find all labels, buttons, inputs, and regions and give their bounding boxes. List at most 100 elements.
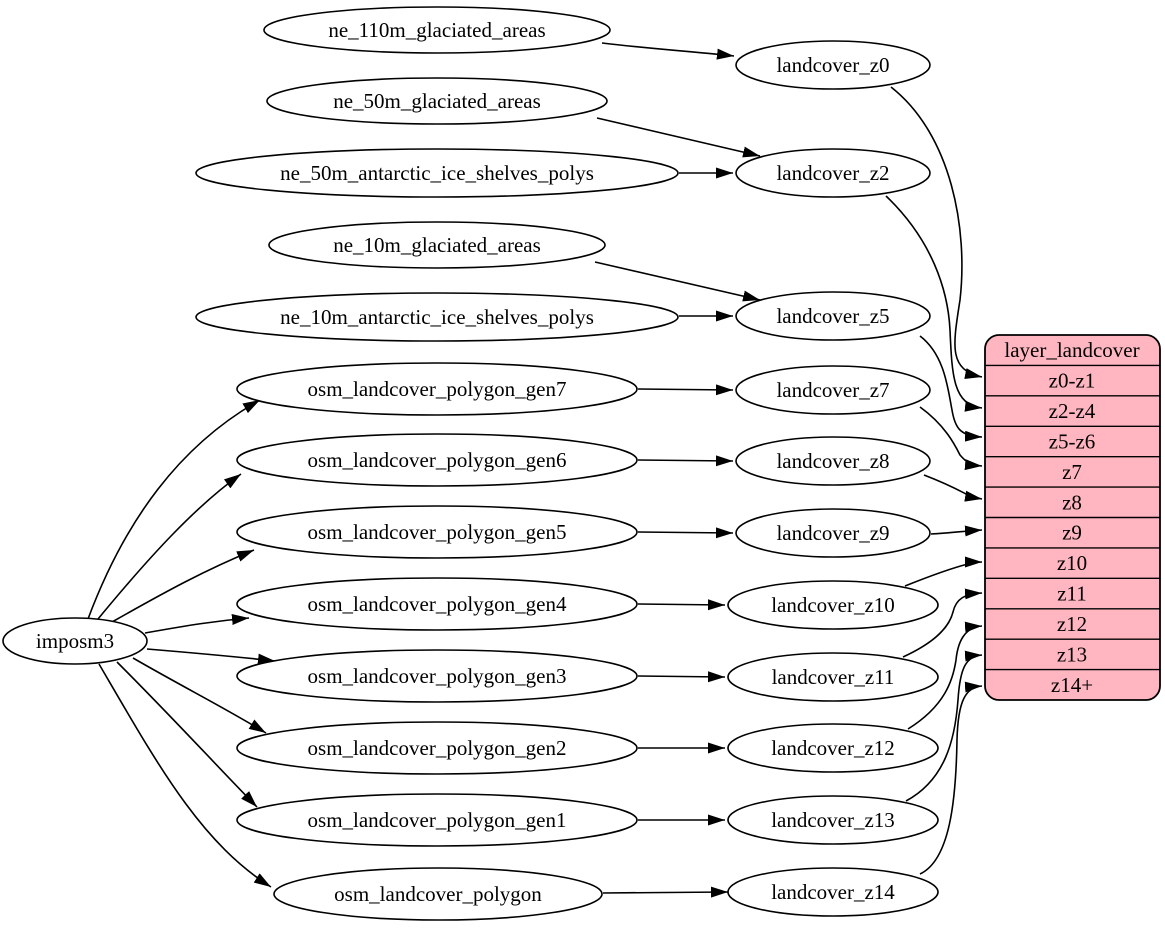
node-ellipse (268, 221, 606, 269)
node-label: ne_110m_glaciated_areas (328, 18, 545, 42)
node-landcover-z10: landcover_z10 (727, 580, 939, 630)
record-row-label: z7 (1062, 460, 1082, 484)
edge-landcover-z0-to-row-z0-z1 (890, 86, 983, 379)
edge-imposm3-to-gen4 (144, 614, 250, 634)
record-row-label: z10 (1057, 551, 1087, 575)
edge-gen4-to-landcover-z10 (637, 599, 726, 611)
record-row-label: z8 (1062, 490, 1082, 514)
node-osm-landcover-polygon-gen1: osm_landcover_polygon_gen1 (236, 793, 638, 847)
node-imposm3: imposm3 (2, 617, 148, 665)
node-landcover-z12: landcover_z12 (727, 723, 939, 773)
node-ne50m-antarctic-ice-shelves-polys: ne_50m_antarctic_ice_shelves_polys (195, 148, 679, 198)
edge-landcover-z7-to-row-z7 (919, 406, 983, 471)
node-label: landcover_z10 (771, 593, 895, 617)
edge-imposm3-to-gen3 (146, 648, 276, 665)
record-row-label: z11 (1057, 582, 1087, 606)
node-landcover-z5: landcover_z5 (735, 291, 931, 341)
node-label: osm_landcover_polygon_gen6 (308, 448, 567, 472)
record-row-label: z5-z6 (1049, 430, 1096, 454)
node-ellipse (236, 649, 638, 703)
edge-landcover-z14-to-row-z14plus (919, 681, 983, 875)
node-ellipse (727, 580, 939, 630)
node-osm-landcover-polygon-gen5: osm_landcover_polygon_gen5 (236, 505, 638, 559)
edge-landcover-z5-to-row-z5-z6 (919, 335, 983, 442)
node-ellipse (735, 148, 931, 198)
record-title: layer_landcover (1004, 338, 1139, 362)
node-ellipse (735, 436, 931, 486)
node-ellipse (727, 867, 939, 917)
node-label: ne_50m_glaciated_areas (333, 89, 541, 113)
node-ellipse (195, 292, 679, 342)
node-landcover-z14: landcover_z14 (727, 867, 939, 917)
record-row-label: z14+ (1051, 673, 1093, 697)
node-ellipse (263, 6, 611, 54)
node-ellipse (236, 433, 638, 487)
node-ellipse (727, 652, 939, 702)
node-label: landcover_z12 (771, 736, 895, 760)
node-label: osm_landcover_polygon_gen5 (308, 520, 567, 544)
node-landcover-z0: landcover_z0 (735, 40, 931, 90)
node-ellipse (727, 723, 939, 773)
node-osm-landcover-polygon: osm_landcover_polygon (273, 867, 603, 921)
edge-landcover-z11-to-row-z11 (902, 588, 983, 658)
edge-landcover-z2-to-row-z2-z4 (885, 195, 983, 412)
node-landcover-z7: landcover_z7 (735, 365, 931, 415)
edge-ne50m-glaciated-to-landcover-z2 (596, 117, 761, 158)
edge-landcover-z13-to-row-z13 (905, 650, 983, 802)
node-osm-landcover-polygon-gen4: osm_landcover_polygon_gen4 (236, 577, 638, 631)
node-ellipse (266, 77, 608, 125)
node-ne10m-glaciated-areas: ne_10m_glaciated_areas (268, 221, 606, 269)
edge-landcover-z12-to-row-z12 (907, 621, 983, 730)
node-label: landcover_z13 (771, 808, 895, 832)
node-label: landcover_z2 (776, 161, 889, 185)
node-osm-landcover-polygon-gen2: osm_landcover_polygon_gen2 (236, 721, 638, 775)
node-label: osm_landcover_polygon_gen7 (308, 377, 567, 401)
node-label: landcover_z9 (776, 521, 889, 545)
node-label: osm_landcover_polygon_gen3 (308, 664, 567, 688)
record-row-label: z13 (1057, 642, 1087, 666)
node-label: osm_landcover_polygon_gen4 (308, 592, 567, 616)
node-ellipse (2, 617, 148, 665)
node-ellipse (727, 795, 939, 845)
node-label: landcover_z11 (772, 665, 895, 689)
node-ellipse (236, 362, 638, 416)
node-label: landcover_z5 (776, 304, 889, 328)
node-ellipse (236, 505, 638, 559)
node-landcover-z9: landcover_z9 (735, 508, 931, 558)
node-ellipse (735, 365, 931, 415)
node-label: landcover_z8 (776, 449, 889, 473)
node-label: imposm3 (36, 629, 114, 653)
node-osm-landcover-polygon-gen3: osm_landcover_polygon_gen3 (236, 649, 638, 703)
node-label: osm_landcover_polygon_gen2 (308, 736, 567, 760)
edge-imposm3-to-gen5 (111, 549, 255, 623)
edge-osm-polygon-to-landcover-z14 (602, 886, 729, 898)
record-row-label: z9 (1062, 521, 1082, 545)
node-label: landcover_z0 (776, 53, 889, 77)
node-ellipse (735, 291, 931, 341)
edge-gen6-to-landcover-z8 (637, 455, 734, 467)
edge-imposm3-to-gen7 (87, 399, 261, 620)
edge-gen7-to-landcover-z7 (637, 384, 734, 396)
node-landcover-z8: landcover_z8 (735, 436, 931, 486)
node-ellipse (236, 577, 638, 631)
edge-landcover-z8-to-row-z8 (923, 474, 983, 502)
record-row-label: z12 (1057, 612, 1087, 636)
edge-imposm3-to-gen6 (97, 473, 242, 620)
node-landcover-z13: landcover_z13 (727, 795, 939, 845)
node-ne10m-antarctic-ice-shelves-polys: ne_10m_antarctic_ice_shelves_polys (195, 292, 679, 342)
node-ne50m-glaciated-areas: ne_50m_glaciated_areas (266, 77, 608, 125)
node-label: landcover_z14 (771, 880, 895, 904)
node-label: ne_10m_glaciated_areas (333, 233, 541, 257)
node-osm-landcover-polygon-gen7: osm_landcover_polygon_gen7 (236, 362, 638, 416)
record-row-label: z2-z4 (1049, 399, 1096, 423)
node-ellipse (735, 40, 931, 90)
node-ellipse (236, 793, 638, 847)
edge-landcover-z10-to-row-z10 (904, 556, 983, 587)
node-ne110m-glaciated-areas: ne_110m_glaciated_areas (263, 6, 611, 54)
node-landcover-z2: landcover_z2 (735, 148, 931, 198)
node-label: ne_50m_antarctic_ice_shelves_polys (280, 161, 594, 185)
edge-ne10m-glaciated-to-landcover-z5 (594, 261, 761, 302)
edge-imposm3-to-osm-polygon (98, 663, 272, 888)
node-ellipse (735, 508, 931, 558)
